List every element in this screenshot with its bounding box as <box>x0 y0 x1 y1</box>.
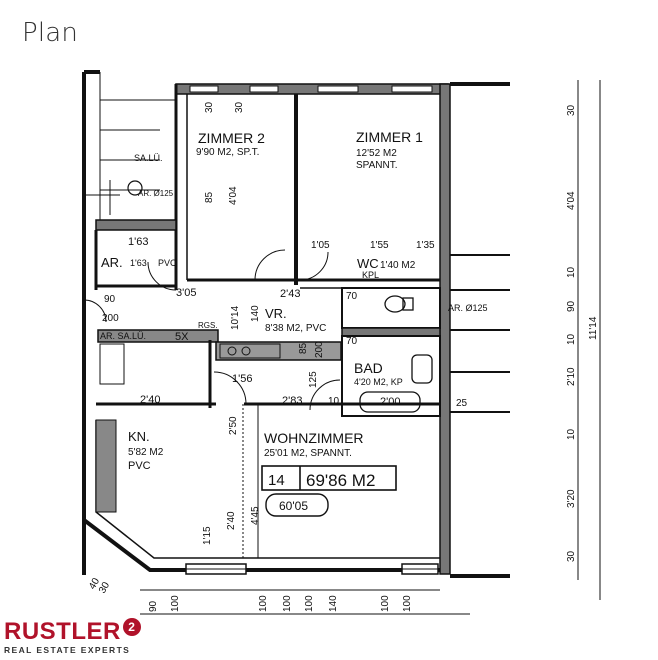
dim-right-5: 2'10 <box>566 367 577 386</box>
brand-name-row: RUSTLER 2 <box>4 618 141 645</box>
dim-25: 25 <box>456 398 468 409</box>
brand-tagline: REAL ESTATE EXPERTS <box>4 645 131 655</box>
dim-right-8: 30 <box>566 550 577 562</box>
room-zimmer2-name: ZIMMER 2 <box>198 130 265 146</box>
room-vr-area: 8'38 M2, PVC <box>265 323 326 334</box>
dim-240v: 2'40 <box>226 511 237 530</box>
brand-logo: RUSTLER 2 REAL ESTATE EXPERTS <box>4 618 141 655</box>
dim-right-3: 90 <box>566 300 577 312</box>
room-ar-floor: PVC <box>158 258 177 268</box>
room-bad-name: BAD <box>354 360 383 376</box>
dim-right-1: 4'04 <box>566 191 577 210</box>
room-zimmer1-floor: SPANNT. <box>356 160 398 171</box>
dim-445: 4'45 <box>250 506 261 525</box>
dim-135: 1'35 <box>416 240 435 251</box>
dim-1014: 10'14 <box>230 305 241 330</box>
label-sx: 5X <box>175 331 189 343</box>
dim-right-7: 3'20 <box>566 489 577 508</box>
dim-bottom-2: 100 <box>258 595 269 612</box>
dim-70b: 70 <box>346 336 358 347</box>
room-vr-name: VR. <box>265 306 287 321</box>
dim-70a: 70 <box>346 291 358 302</box>
brand-name: RUSTLER <box>4 618 121 645</box>
walls <box>82 70 601 615</box>
room-ar-name: AR. <box>101 255 123 270</box>
room-wc-floor: KPL <box>362 270 379 280</box>
dim-bottom-5: 140 <box>328 595 339 612</box>
dim-163: 1'63 <box>128 236 148 248</box>
brand-badge: 2 <box>122 618 141 636</box>
room-bad-area: 4'20 M2, KP <box>354 377 403 387</box>
dim-bottom-1: 100 <box>170 595 181 612</box>
label-ar-salu-left: AR. SA.LÜ. <box>100 331 146 341</box>
dim-bottom-3: 100 <box>282 595 293 612</box>
room-wohnzimmer-name: WOHNZIMMER <box>264 430 364 446</box>
dim-bottom-6: 100 <box>380 595 391 612</box>
dim-200: 200 <box>102 313 119 324</box>
dim-404: 4'04 <box>228 186 239 205</box>
dim-85z: 85 <box>204 191 215 203</box>
dim-90: 90 <box>104 294 116 305</box>
dim-305: 3'05 <box>176 287 196 299</box>
dim-30b: 30 <box>234 101 245 113</box>
extra-area: 60'05 <box>279 499 308 513</box>
label-ar-125-right: AR. Ø125 <box>448 303 488 313</box>
room-wc-name: WC <box>357 256 379 271</box>
dim-243: 2'43 <box>280 288 300 300</box>
dim-corner-0: 40 <box>87 576 102 592</box>
room-kn-area: 5'82 M2 <box>128 447 164 458</box>
annotations: SA.LÜ. AR. Ø125 AR. Ø125 AR. SA.LÜ. RGS.… <box>100 101 488 545</box>
dim-30a: 30 <box>204 101 215 113</box>
room-wohnzimmer-area: 25'01 M2, SPANNT. <box>264 448 352 459</box>
dim-bottom-0: 90 <box>148 600 159 612</box>
label-ar-125-top: AR. Ø125 <box>138 189 174 198</box>
dim-bottom-7: 100 <box>402 595 413 612</box>
dim-200v: 200 <box>314 341 325 358</box>
dim-bottom-4: 100 <box>304 595 315 612</box>
dim-right-total: 11'14 <box>588 316 599 340</box>
dim-250: 2'50 <box>228 416 239 435</box>
area-totals: 14 69'86 M2 60'05 <box>268 471 375 513</box>
dim-right-2: 10 <box>566 266 577 278</box>
dim-125: 125 <box>308 371 319 388</box>
dim-200-bad: 2'00 <box>380 396 400 408</box>
dim-105: 1'05 <box>311 240 330 251</box>
dim-right-0: 30 <box>566 104 577 116</box>
dim-283: 2'83 <box>282 395 302 407</box>
dimensions-right: 30 4'04 10 90 10 2'10 10 3'20 30 11'14 <box>566 104 599 562</box>
room-kn-floor: PVC <box>128 460 151 472</box>
dim-corner-1: 30 <box>97 580 112 596</box>
room-zimmer1-name: ZIMMER 1 <box>356 129 423 145</box>
dim-right-6: 10 <box>566 428 577 440</box>
room-wc-area: 1'40 M2 <box>380 260 416 271</box>
dim-85: 85 <box>298 342 309 354</box>
dim-right-4: 10 <box>566 333 577 345</box>
dimensions-bottom: 90 100 100 100 100 140 100 100 40 30 <box>87 576 413 612</box>
label-rgs: RGS. <box>198 321 218 330</box>
page-heading: Plan <box>22 18 79 48</box>
dim-240: 2'40 <box>140 394 160 406</box>
dim-156: 1'56 <box>232 373 252 385</box>
room-zimmer1-area: 12'52 M2 <box>356 148 397 159</box>
room-ar-area: 1'63 <box>130 258 147 268</box>
room-labels: ZIMMER 2 9'90 M2, SP.T. ZIMMER 1 12'52 M… <box>101 129 423 472</box>
unit-number: 14 <box>268 472 285 489</box>
room-kn-name: KN. <box>128 429 150 444</box>
label-sa-lu-top: SA.LÜ. <box>134 153 163 163</box>
dim-10: 10 <box>328 396 340 407</box>
total-area: 69'86 M2 <box>306 471 375 490</box>
dim-140: 140 <box>250 305 261 322</box>
room-zimmer2-area: 9'90 M2, SP.T. <box>196 147 259 158</box>
dim-155: 1'55 <box>370 240 389 251</box>
dim-115: 1'15 <box>202 526 213 545</box>
